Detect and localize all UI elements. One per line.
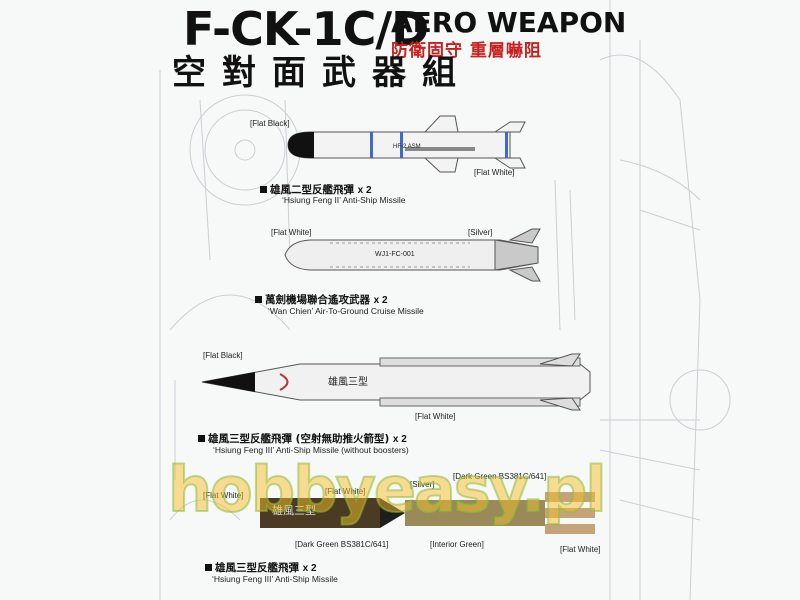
bullet-square-icon — [205, 564, 212, 571]
paint-label: [Dark Green BS381C/641] — [295, 540, 389, 549]
weapon-qty: x 2 — [357, 185, 372, 196]
paint-label: [Flat White] — [271, 228, 312, 237]
body-marking: 雄風三型 — [328, 377, 368, 388]
paint-label: [Flat White] — [560, 545, 601, 554]
weapon-name-en: ‘Hsiung Feng III’ Anti-Ship Missile — [212, 574, 338, 584]
body-marking: 雄風三型 — [272, 505, 316, 517]
bullet-square-icon — [260, 186, 267, 193]
body-marking: WJ1-FC-001 — [375, 251, 415, 258]
weapon-name-zh: 雄風二型反艦飛彈 x 2 — [260, 182, 372, 197]
weapon-name-zh: 萬劍機場聯合遙攻武器 x 2 — [255, 292, 388, 307]
hsiung-feng-iii-missile-illustration — [201, 353, 591, 411]
paint-label: [Dark Green BS381C/641] — [453, 472, 547, 481]
paint-label: [Interior Green] — [430, 540, 484, 549]
weapon-name-zh: 雄風三型反艦飛彈 (空射無助推火箭型) x 2 — [198, 431, 407, 446]
bullet-square-icon — [255, 296, 262, 303]
paint-label: [Flat Black] — [250, 119, 290, 128]
paint-label: [Silver] — [410, 480, 435, 489]
weapon-name-en: ‘Hsiung Feng II’ Anti-Ship Missile — [282, 195, 406, 205]
page-subtitle: AERO WEAPON — [391, 6, 627, 39]
paint-label: [Flat White] — [203, 491, 244, 500]
weapon-name-en: ‘Wan Chien’ Air-To-Ground Cruise Missile — [268, 306, 424, 316]
chinese-title: 空對面武器組 — [172, 53, 472, 93]
paint-label: [Flat White] — [325, 487, 366, 496]
paint-label: [Flat White] — [474, 168, 515, 177]
weapon-qty: x 2 — [373, 295, 388, 306]
hsiung-feng-iii-booster-illustration — [260, 492, 595, 534]
paint-label: [Flat Black] — [203, 351, 243, 360]
weapon-qty: x 2 — [392, 434, 407, 445]
page-title: F-CK-1C/D — [183, 2, 429, 56]
bullet-square-icon — [198, 435, 205, 442]
wan-chien-missile-illustration — [284, 228, 541, 282]
weapon-name-en: ‘Hsiung Feng III’ Anti-Ship Missile (wit… — [213, 445, 409, 455]
body-marking: HF-2 ASM — [393, 144, 421, 150]
weapon-qty: x 2 — [302, 563, 317, 574]
paint-label: [Silver] — [468, 228, 493, 237]
slogan: 防衛固守 重層嚇阻 — [391, 41, 542, 61]
paint-label: [Flat White] — [415, 412, 456, 421]
watermark: hobbyeasy.pl — [167, 452, 608, 527]
weapon-name-zh: 雄風三型反艦飛彈 x 2 — [205, 560, 317, 575]
hsiung-feng-ii-missile-illustration — [287, 115, 526, 173]
